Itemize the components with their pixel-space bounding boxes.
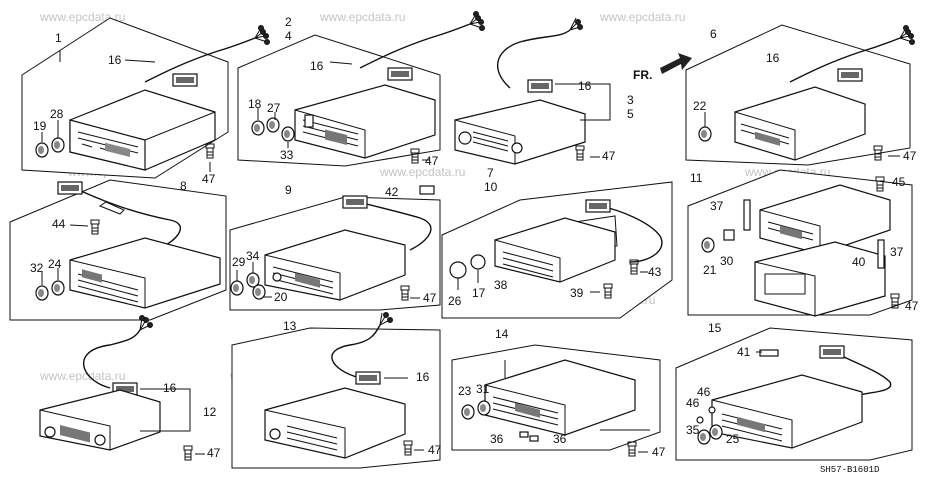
- callout-26: 26: [448, 294, 462, 308]
- panel-part-12: [39, 315, 205, 461]
- callout-16: 16: [766, 51, 780, 65]
- panel-part-7: [441, 181, 673, 319]
- callout-28: 28: [50, 107, 64, 121]
- callout-31: 31: [476, 382, 490, 396]
- callout-10: 10: [484, 180, 498, 194]
- callout-16: 16: [310, 59, 324, 73]
- callout-47: 47: [428, 443, 442, 457]
- callout-34: 34: [246, 249, 260, 263]
- callout-36: 36: [490, 432, 504, 446]
- callout-6: 6: [710, 27, 717, 41]
- callout-8: 8: [180, 179, 187, 193]
- callout-27: 27: [267, 101, 281, 115]
- callout-39: 39: [570, 286, 584, 300]
- direction-label: FR.: [633, 68, 652, 82]
- callout-47: 47: [202, 172, 216, 186]
- callout-18: 18: [248, 97, 262, 111]
- watermark-text: www.epcdata.ru: [599, 10, 685, 24]
- front-direction-arrow: FR.: [633, 53, 692, 82]
- watermark-text: www.epcdata.ru: [319, 10, 405, 24]
- callout-13: 13: [283, 319, 297, 333]
- watermark-text: www.epcdata.ru: [39, 10, 125, 24]
- callout-2: 2: [285, 15, 292, 29]
- callout-35: 35: [686, 423, 700, 437]
- callout-47: 47: [207, 446, 221, 460]
- panel-part-11: [687, 169, 913, 317]
- callout-47: 47: [652, 445, 666, 459]
- watermark-text: www.epcdata.ru: [379, 165, 465, 179]
- callout-37: 37: [890, 245, 904, 259]
- callout-16: 16: [108, 53, 122, 67]
- callout-25: 25: [726, 432, 740, 446]
- panel-part-8: [9, 179, 227, 321]
- callout-20: 20: [274, 290, 288, 304]
- callout-14: 14: [495, 327, 509, 341]
- callout-46: 46: [686, 396, 700, 410]
- callout-1: 1: [55, 31, 62, 45]
- callout-37: 37: [710, 199, 724, 213]
- watermark-text: www.epcdata.ru: [39, 369, 125, 383]
- callout-32: 32: [30, 261, 44, 275]
- callout-45: 45: [892, 175, 906, 189]
- callout-47: 47: [423, 291, 437, 305]
- callout-15: 15: [708, 321, 722, 335]
- callout-16: 16: [578, 79, 592, 93]
- callout-16: 16: [416, 370, 430, 384]
- callout-11: 11: [690, 171, 703, 185]
- callout-9: 9: [285, 183, 292, 197]
- callout-22: 22: [693, 99, 707, 113]
- callout-29: 29: [232, 255, 246, 269]
- callout-4: 4: [285, 29, 292, 43]
- panel-part-2: [237, 10, 486, 167]
- callout-5: 5: [627, 107, 634, 121]
- callout-47: 47: [905, 299, 919, 313]
- callout-24: 24: [48, 257, 62, 271]
- callout-3: 3: [627, 93, 634, 107]
- callout-41: 41: [737, 345, 751, 359]
- panel-part-3: [454, 17, 611, 165]
- callout-30: 30: [720, 254, 734, 268]
- panel-part-1: [21, 17, 271, 179]
- diagram-code: SH57-B1601D: [820, 465, 879, 475]
- callout-47: 47: [425, 154, 439, 168]
- callout-44: 44: [52, 217, 66, 231]
- callout-36: 36: [553, 432, 567, 446]
- panel-part-6: [685, 24, 916, 166]
- callout-7: 7: [487, 166, 494, 180]
- callout-40: 40: [852, 255, 866, 269]
- callout-47: 47: [903, 149, 917, 163]
- callout-23: 23: [458, 384, 472, 398]
- callout-47: 47: [602, 149, 616, 163]
- panel-part-9: [229, 185, 441, 311]
- callout-33: 33: [280, 148, 294, 162]
- callout-19: 19: [33, 119, 47, 133]
- callout-21: 21: [703, 263, 717, 277]
- callout-38: 38: [494, 278, 508, 292]
- callout-17: 17: [472, 286, 486, 300]
- callout-12: 12: [203, 405, 217, 419]
- callout-labels: 1 16 28 19 47 2 4 16 18 27 33 47 16 3 5 …: [30, 15, 919, 460]
- panel-part-13: [231, 312, 441, 469]
- callout-16: 16: [163, 381, 177, 395]
- callout-42: 42: [385, 185, 399, 199]
- callout-46: 46: [697, 385, 711, 399]
- panel-part-14: [451, 344, 661, 457]
- callout-43: 43: [648, 265, 662, 279]
- panel-part-15: [675, 327, 913, 461]
